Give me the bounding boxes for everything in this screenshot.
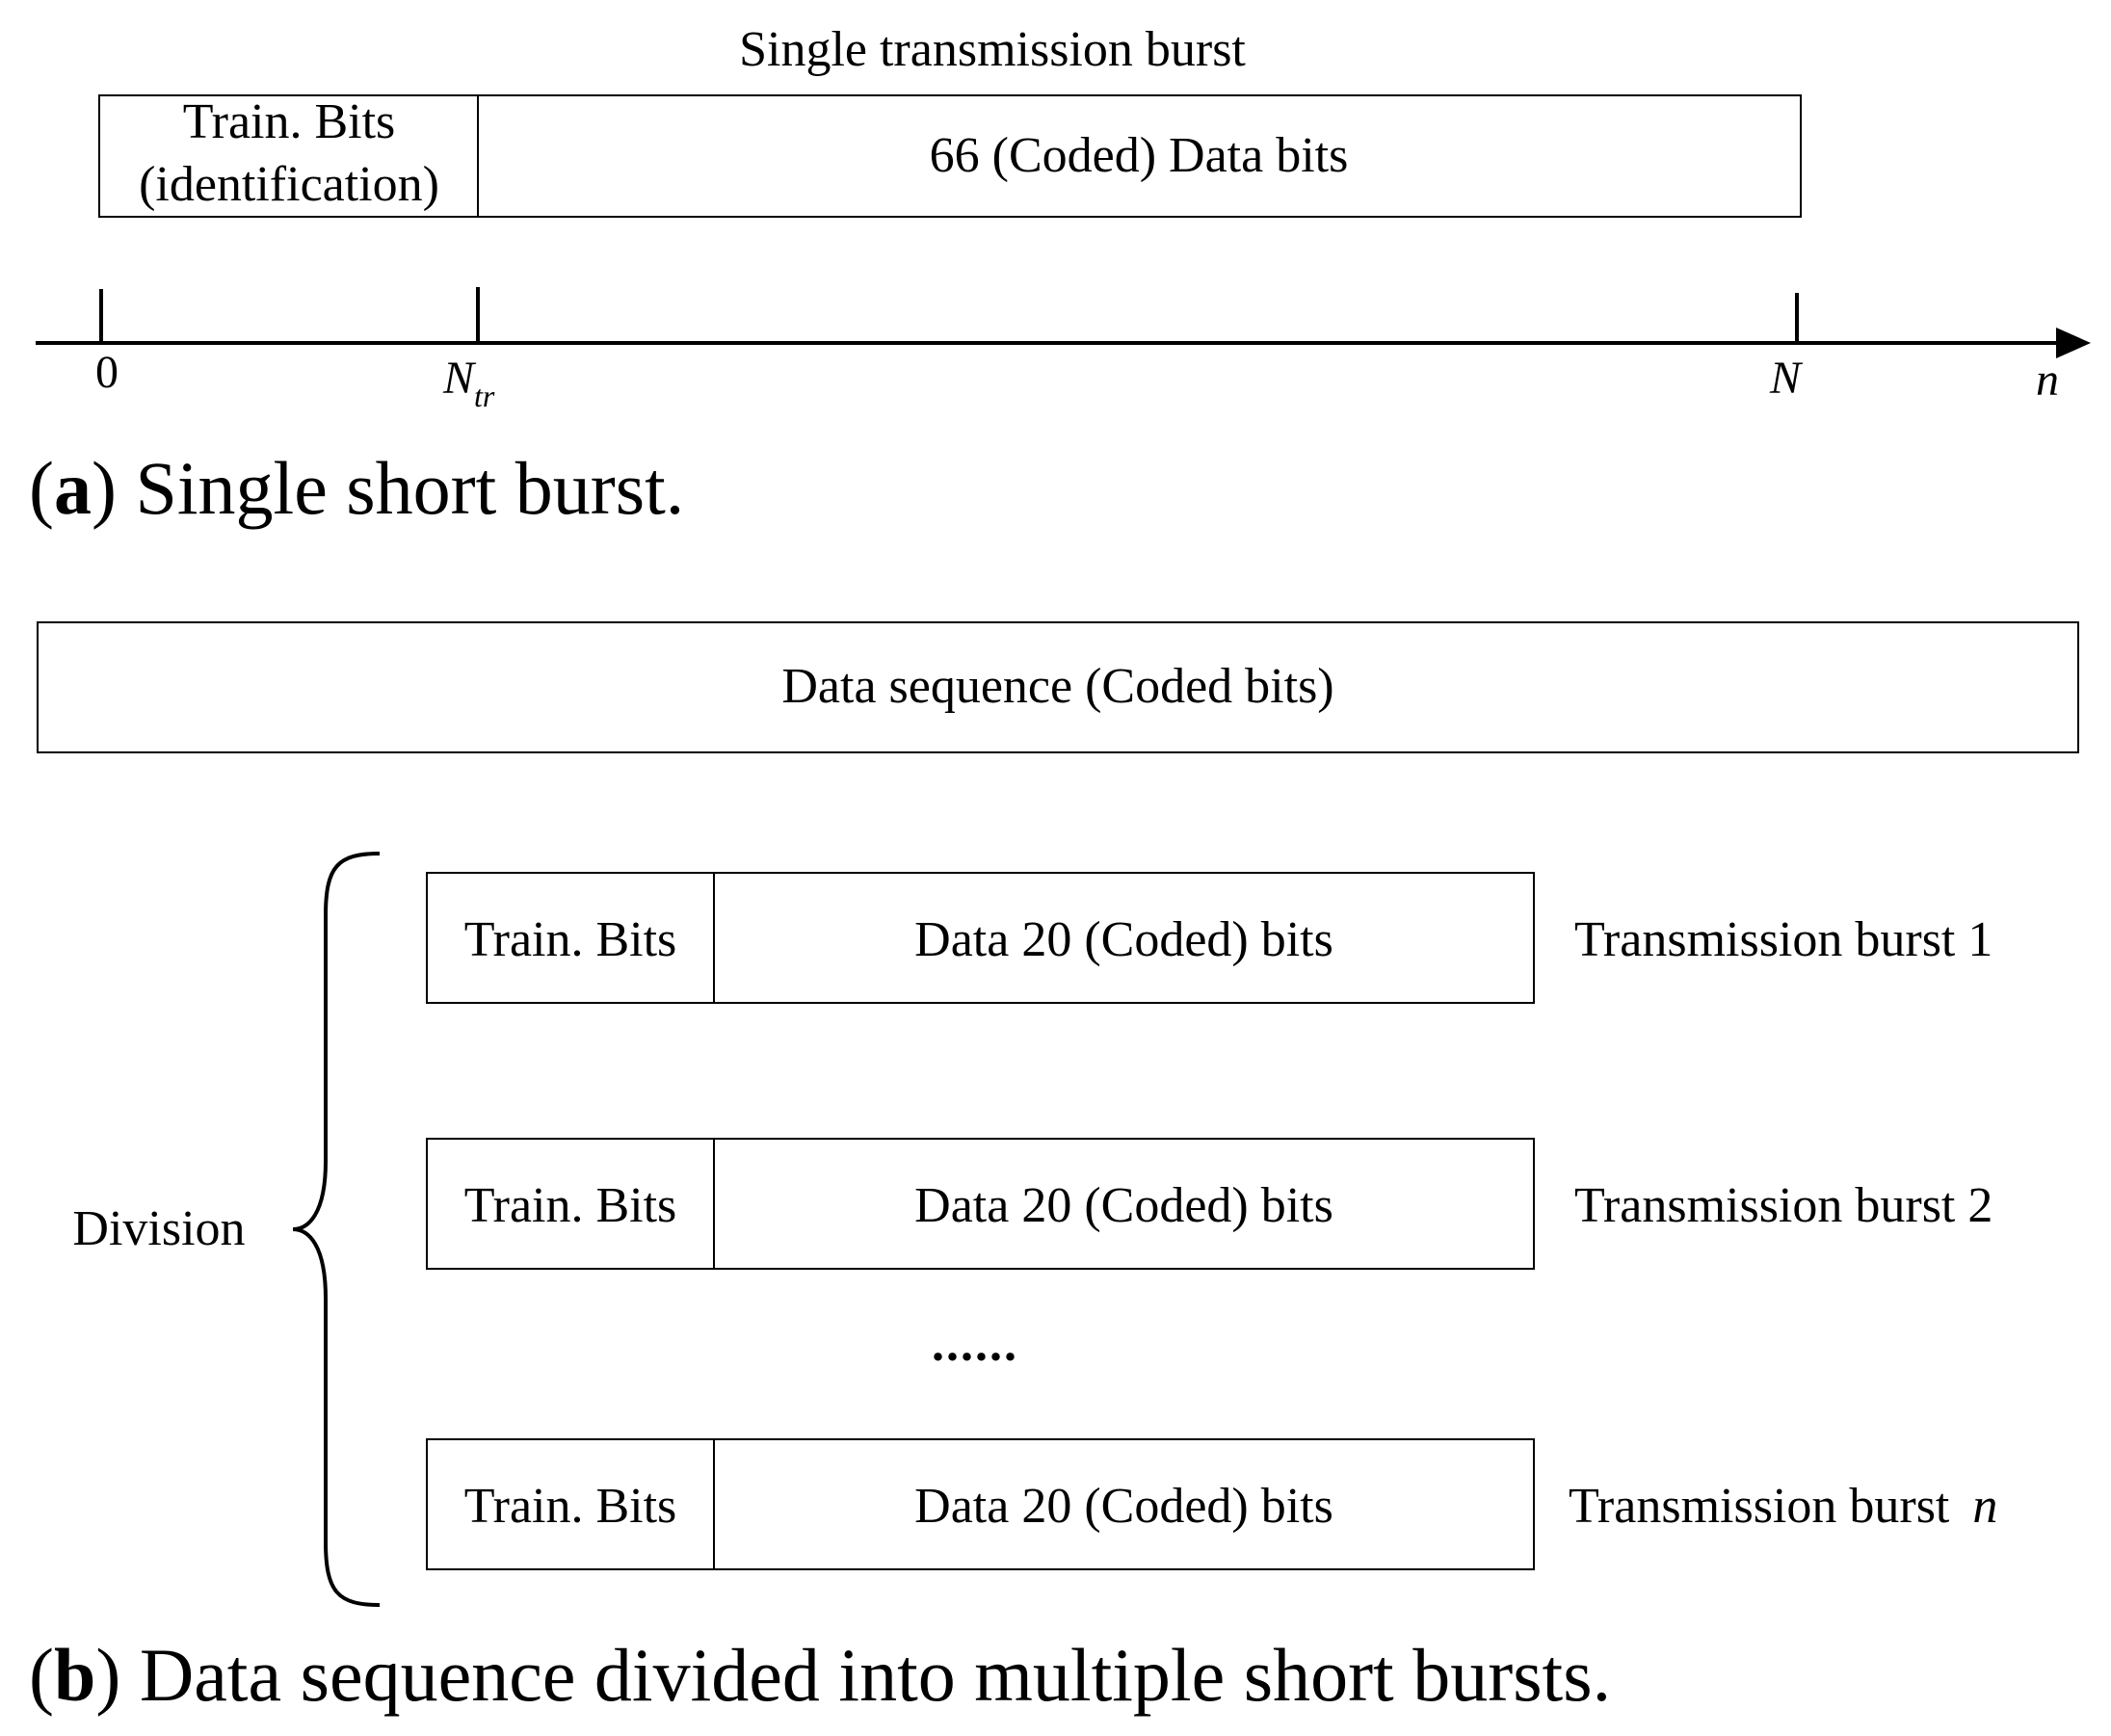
panel-a: Single transmission burst Train. Bits (i… <box>29 22 2091 530</box>
burst-training-label: Train. Bits <box>464 1178 677 1233</box>
burst-training-box <box>426 1138 715 1270</box>
burst-name-text: Transmission burst <box>1569 1479 1950 1534</box>
caption-a-text: Single short burst. <box>135 446 684 530</box>
burst-data-label: Data 20 (Coded) bits <box>914 912 1333 967</box>
caption-a: (a) Single short burst. <box>29 446 684 530</box>
caption-b-close: ) <box>95 1633 139 1717</box>
data-sequence-label: Data sequence (Coded bits) <box>781 659 1333 714</box>
caption-a-close: ) <box>92 446 135 530</box>
burst-name-label: Transmission burst 1 <box>1574 912 1992 967</box>
training-bits-label-line2: (identification) <box>139 157 439 212</box>
time-axis: 0 Ntr N n <box>36 287 2091 413</box>
panel-b: Data sequence (Coded bits) Division Trai… <box>29 621 2079 1717</box>
burst-name-text: Transmission burst 1 <box>1574 912 1992 967</box>
burst-name-index: n <box>1972 1479 1997 1534</box>
caption-b-open: ( <box>29 1633 54 1717</box>
tick-ntr-label: Ntr <box>442 353 495 413</box>
burst-row-2: Train. Bits Data 20 (Coded) bits Transmiss… <box>426 1138 1992 1270</box>
single-burst-header: Single transmission burst <box>739 22 1246 77</box>
division-brace <box>292 852 381 1607</box>
burst-training-box <box>426 872 715 1004</box>
caption-b: (b) Data sequence divided into multiple … <box>29 1633 1611 1717</box>
burst-data-label: Data 20 (Coded) bits <box>914 1178 1333 1233</box>
caption-a-open: ( <box>29 446 54 530</box>
burst-training-label: Train. Bits <box>464 1479 677 1534</box>
caption-b-letter: b <box>54 1633 95 1717</box>
data-bits-box <box>477 94 1802 218</box>
caption-b-text: Data sequence divided into multiple shor… <box>140 1633 1611 1717</box>
tick-zero-label: 0 <box>95 347 119 398</box>
training-bits-label-line1: Train. Bits <box>183 94 396 149</box>
burst-training-label: Train. Bits <box>464 912 677 967</box>
tick-ntr-subscript: tr <box>474 379 495 413</box>
caption-a-letter: a <box>54 446 92 530</box>
burst-data-box <box>713 872 1535 1004</box>
data-bits-label: 66 (Coded) Data bits <box>930 128 1349 183</box>
burst-row-1: Train. Bits Data 20 (Coded) bits Transmiss… <box>426 872 1992 1004</box>
bursts-ellipsis: ...... <box>932 1317 1018 1372</box>
axis-n-label: n <box>2036 355 2059 406</box>
axis-arrowhead <box>2056 328 2091 358</box>
data-sequence-box <box>37 621 2079 753</box>
burst-name-label: Transmission burst n <box>1569 1479 1997 1534</box>
tick-ntr-main: N <box>442 353 477 404</box>
burst-data-label: Data 20 (Coded) bits <box>914 1479 1333 1534</box>
burst-row-3: Train. Bits Data 20 (Coded) bits Transmiss… <box>426 1438 1997 1570</box>
division-label: Division <box>72 1201 245 1256</box>
burst-name-label: Transmission burst 2 <box>1574 1178 1992 1233</box>
burst-data-box <box>713 1138 1535 1270</box>
training-bits-box <box>98 94 479 218</box>
burst-name-text: Transmission burst 2 <box>1574 1178 1992 1233</box>
burst-data-box <box>713 1438 1535 1570</box>
tick-n-label: N <box>1769 353 1804 404</box>
